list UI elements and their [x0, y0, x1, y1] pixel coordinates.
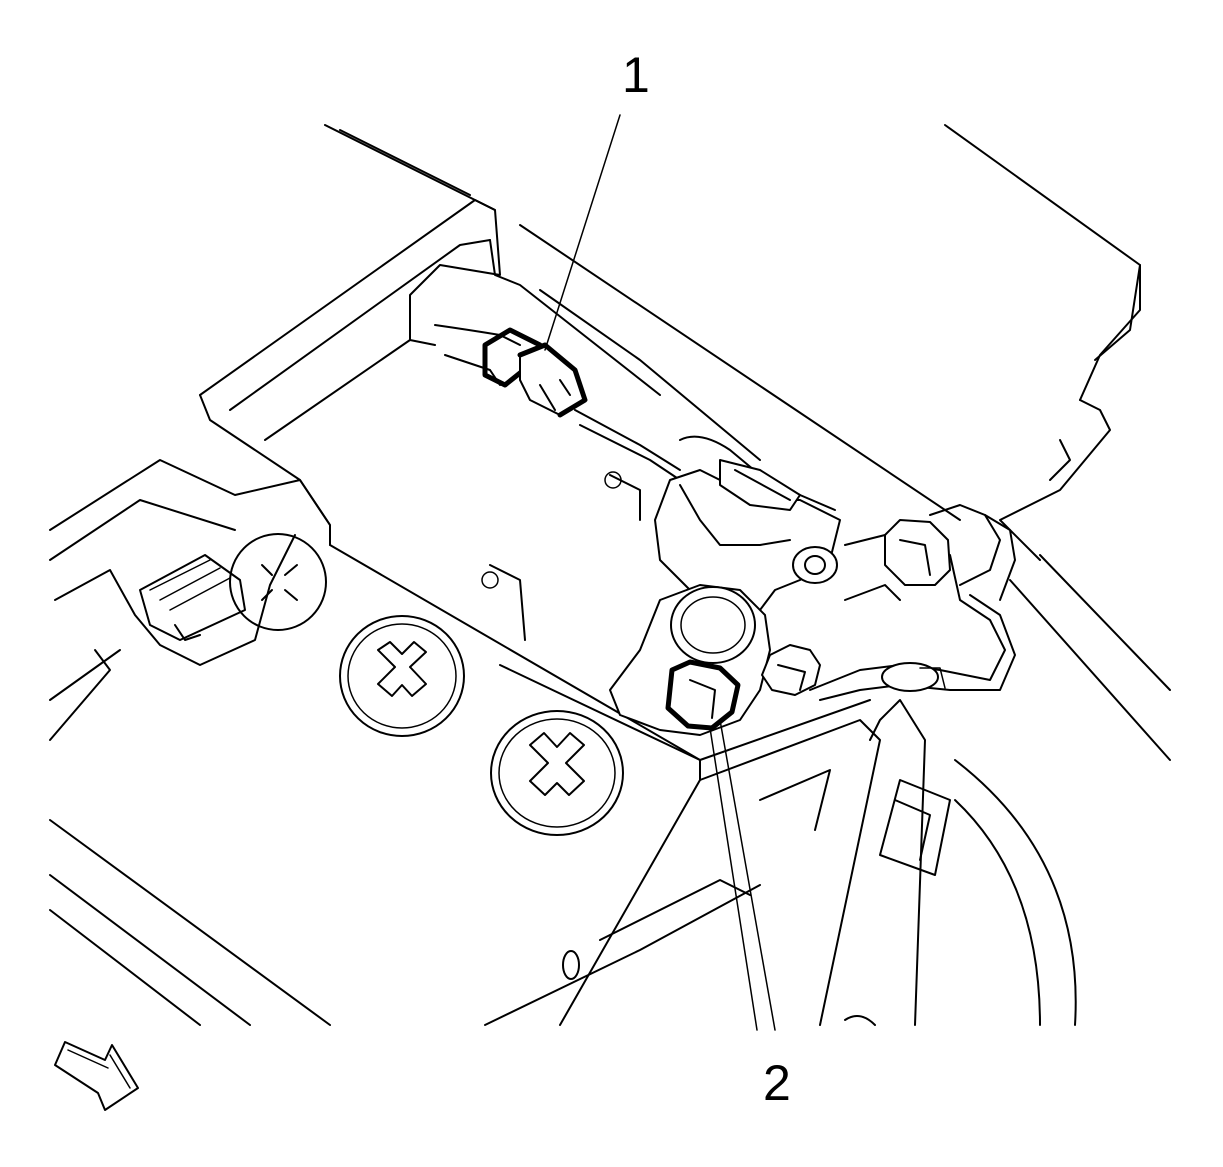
- vent-cap-3: [490, 710, 624, 836]
- callout-1: 1: [622, 47, 650, 103]
- leader-line-1: [544, 114, 621, 351]
- sensor-connector: [482, 327, 588, 418]
- battery-top: [49, 471, 701, 1026]
- front-direction-arrow-icon: [54, 1041, 139, 1111]
- leader-line-2a: [709, 727, 758, 1031]
- ground-cable-eyelet: [761, 554, 1016, 701]
- vent-cap-1: [229, 533, 327, 631]
- left-battery-housing: [49, 459, 331, 741]
- cable-clamp-nut-upper: [844, 504, 1016, 601]
- battery-cover: [199, 124, 1171, 761]
- terminal-clamp-nut: [665, 659, 741, 731]
- battery-tray: [484, 699, 1077, 1026]
- callout-2: 2: [763, 1055, 791, 1111]
- leader-line-2b: [719, 719, 776, 1031]
- vent-cap-2: [339, 615, 465, 737]
- callout-leaders: [544, 114, 776, 1031]
- battery-terminal-bracket: [654, 459, 841, 611]
